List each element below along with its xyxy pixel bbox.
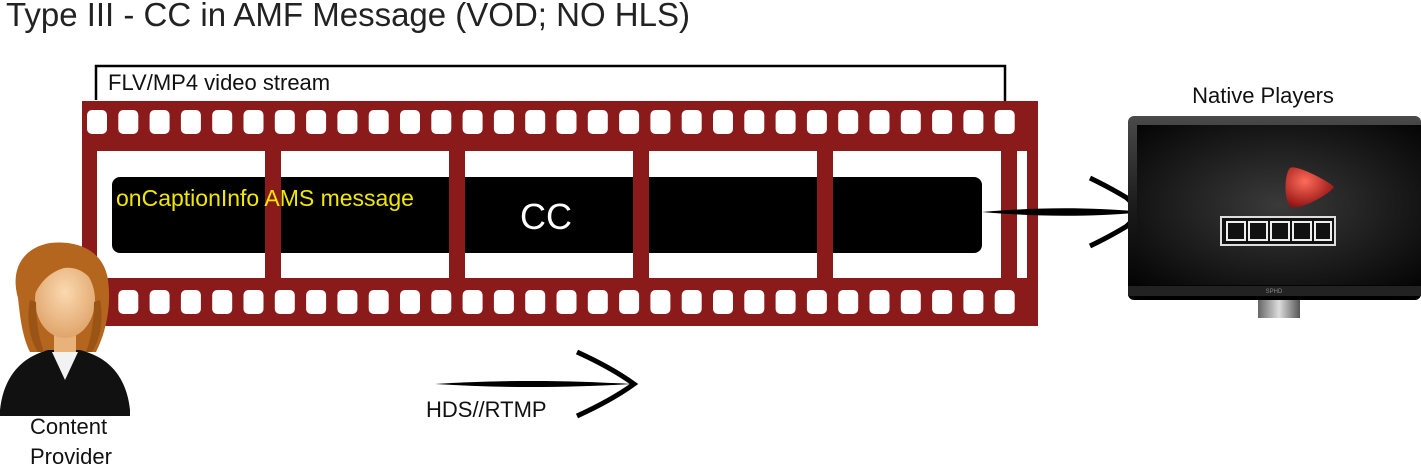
sprocket-hole [306, 110, 327, 134]
sprocket-hole [869, 290, 890, 314]
sprocket-hole [400, 110, 420, 134]
provider-label-line1: Content [30, 414, 107, 439]
sprocket-hole [180, 110, 201, 134]
sprocket-hole [525, 290, 546, 314]
tv-stand [1258, 296, 1300, 318]
person-icon [0, 242, 130, 416]
sprocket-hole [619, 110, 640, 134]
sprocket-hole [681, 290, 702, 314]
sprocket-hole [963, 290, 984, 314]
stream-label: FLV/MP4 video stream [108, 70, 330, 95]
film-divider [633, 177, 649, 253]
sprocket-hole [713, 290, 733, 314]
television-icon: SPHD [1128, 116, 1421, 318]
sprocket-hole [368, 110, 389, 134]
sprocket-hole [243, 290, 264, 314]
caption-message-part1: onCaptionInfo [116, 185, 259, 211]
sprocket-hole [212, 110, 233, 134]
sprocket-hole [368, 290, 389, 314]
sprocket-hole [306, 290, 327, 314]
sprocket-hole [462, 290, 483, 314]
sprocket-hole [963, 110, 984, 134]
sprocket-hole [838, 290, 859, 314]
sprocket-hole [400, 290, 420, 314]
sprocket-hole [274, 290, 295, 314]
sprocket-hole [587, 290, 608, 314]
play-icon [1285, 167, 1334, 208]
sprocket-hole [556, 110, 577, 134]
sprocket-hole [744, 290, 765, 314]
sprocket-hole [619, 290, 640, 314]
sprocket-hole [212, 290, 233, 314]
sprocket-hole [994, 290, 1015, 314]
mini-film-strip-icon [1220, 216, 1336, 246]
sprocket-hole [118, 290, 139, 314]
sprocket-hole [650, 290, 671, 314]
protocol-label: HDS//RTMP [426, 397, 547, 422]
sprocket-hole [775, 290, 796, 314]
protocol-arrow-icon [435, 349, 639, 419]
sprocket-hole [243, 110, 264, 134]
sprocket-hole [87, 110, 107, 134]
sprocket-hole [274, 110, 295, 134]
film-divider [265, 177, 281, 253]
sprocket-hole [806, 290, 827, 314]
sprocket-hole [900, 290, 921, 314]
sprocket-hole [431, 290, 452, 314]
cc-label: CC [520, 196, 572, 237]
film-sprocket-holes-bottom [87, 290, 1015, 314]
sprocket-hole [493, 110, 514, 134]
sprocket-hole [650, 110, 671, 134]
sprocket-hole [180, 290, 201, 314]
sprocket-hole [118, 110, 139, 134]
sprocket-hole [462, 110, 483, 134]
film-divider [449, 177, 465, 253]
sprocket-hole [149, 110, 170, 134]
film-sprocket-holes-top [87, 110, 1015, 134]
caption-bar [112, 177, 982, 253]
tv-screen [1137, 125, 1421, 285]
sprocket-hole [493, 290, 514, 314]
sprocket-hole [149, 290, 170, 314]
sprocket-hole [806, 110, 827, 134]
sprocket-hole [337, 110, 358, 134]
sprocket-hole [587, 110, 608, 134]
sprocket-hole [681, 110, 702, 134]
caption-message-part2: AMS message [259, 185, 414, 211]
sprocket-hole [994, 110, 1015, 134]
sprocket-hole [775, 110, 796, 134]
tv-brand: SPHD [1266, 289, 1283, 295]
sprocket-hole [932, 290, 953, 314]
sprocket-hole [869, 110, 890, 134]
diagram-title: Type III - CC in AMF Message (VOD; NO HL… [6, 0, 690, 33]
tv-bottom-rim [1128, 286, 1421, 296]
sprocket-hole [525, 110, 546, 134]
film-divider [817, 177, 833, 253]
sprocket-hole [431, 110, 452, 134]
sprocket-hole [556, 290, 577, 314]
sprocket-hole [932, 110, 953, 134]
sprocket-hole [838, 110, 859, 134]
caption-message-label: onCaptionInfo AMS message [116, 185, 414, 211]
provider-label-line2: Provider [30, 444, 112, 468]
player-label: Native Players [1192, 83, 1334, 108]
sprocket-hole [337, 290, 358, 314]
sprocket-hole [744, 110, 765, 134]
sprocket-hole [900, 110, 921, 134]
sprocket-hole [713, 110, 733, 134]
